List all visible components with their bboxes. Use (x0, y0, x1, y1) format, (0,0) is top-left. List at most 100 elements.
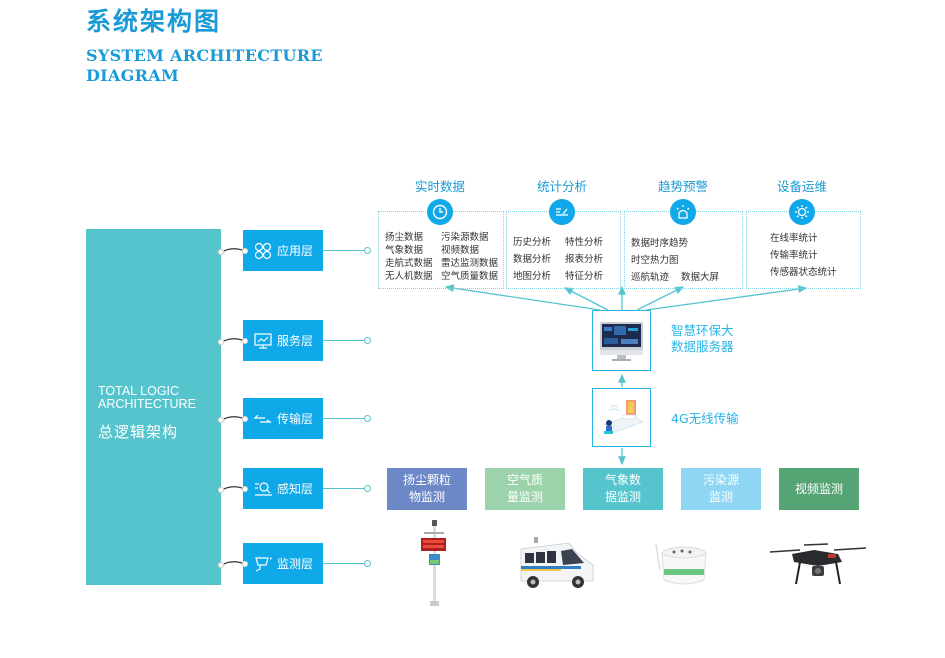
arrow-to-maintenance (645, 285, 808, 311)
layer-label: 服务层 (276, 334, 313, 348)
layer-1[interactable]: 应用层 (243, 230, 323, 271)
alarm-light-icon (670, 199, 696, 225)
layer-node (364, 485, 371, 492)
layer-node (364, 337, 371, 344)
category-item: 特征分析 (565, 271, 604, 282)
monitor-label-line-1: 视频监测 (794, 481, 843, 496)
layer-2[interactable]: 服务层 (243, 320, 323, 361)
monitor-label-line-1: 空气质 (506, 473, 543, 487)
category-item: 时空热力图 (631, 255, 679, 266)
arrow-to-realtime (444, 284, 601, 311)
air-sensor-device-image (655, 543, 707, 585)
subtitle-line-2: DIAGRAM (86, 66, 179, 85)
layer-line (323, 250, 365, 251)
monitor-tile-2[interactable]: 空气质量监测 (485, 468, 565, 510)
category-item: 报表分析 (565, 254, 604, 265)
transmission-box (592, 388, 651, 447)
category-item: 走航式数据 (385, 258, 433, 269)
server-monitor-icon (600, 322, 643, 361)
category-item: 在线率统计 (770, 233, 818, 244)
layer-connector (217, 247, 249, 256)
layer-5[interactable]: 监测层 (243, 543, 323, 584)
monitor-tile-1[interactable]: 扬尘颗粒物监测 (387, 468, 467, 510)
category-item: 雷达监测数据 (441, 258, 499, 269)
page-title: 系统架构图 (86, 7, 222, 36)
search-list-icon (253, 480, 277, 498)
monitor-label-line-2: 监测 (708, 490, 733, 504)
server-label-line-1: 智慧环保大 (671, 323, 734, 338)
category-item: 历史分析 (513, 237, 552, 248)
layer-node (364, 560, 371, 567)
category-item: 巡航轨迹 (631, 272, 670, 283)
category-item: 污染源数据 (441, 232, 489, 243)
layer-line (323, 418, 365, 419)
category-item: 数据大屏 (681, 272, 720, 283)
monitor-label-line-1: 扬尘颗粒 (402, 473, 451, 487)
layer-connector (217, 415, 249, 424)
category-items: 扬尘数据污染源数据气象数据视频数据走航式数据雷达监测数据无人机数据空气质量数据 (385, 231, 501, 283)
analysis-icon (549, 199, 575, 225)
monitor-label: 空气质量监测 (507, 472, 543, 506)
server-box (592, 310, 651, 371)
transmission-label: 4G无线传输 (671, 411, 739, 426)
monitor-label-line-2: 物监测 (408, 490, 445, 504)
layer-connector (217, 485, 249, 494)
category-item: 数据时序趋势 (631, 238, 689, 249)
monitor-label: 气象数据监测 (605, 472, 641, 506)
clock-icon (427, 199, 453, 225)
monitor-chart-icon (253, 332, 277, 350)
layer-4[interactable]: 感知层 (243, 468, 323, 509)
category-item: 空气质量数据 (441, 271, 499, 282)
category-title: 统计分析 (536, 179, 587, 194)
layer-line (323, 488, 365, 489)
monitor-tile-5[interactable]: 视频监测 (779, 468, 859, 510)
wireless-transmission-icon (604, 400, 644, 434)
layer-label: 监测层 (276, 557, 313, 571)
monitor-label-line-1: 气象数 (604, 473, 641, 487)
monitor-label: 视频监测 (795, 481, 843, 498)
logic-title-en: TOTAL LOGIC ARCHITECTURE (98, 385, 196, 411)
layer-line (323, 563, 365, 564)
server-label: 智慧环保大 数据服务器 (671, 323, 734, 355)
category-item: 扬尘数据 (385, 232, 424, 243)
logic-en-line-1: TOTAL LOGIC (98, 384, 180, 398)
page-subtitle: SYSTEM ARCHITECTURE DIAGRAM (86, 46, 323, 86)
layer-line (323, 340, 365, 341)
logic-title-cn: 总逻辑架构 (98, 423, 179, 441)
server-label-line-2: 数据服务器 (671, 339, 734, 354)
layer-label: 传输层 (276, 412, 313, 426)
gear-icon (789, 199, 815, 225)
layer-label: 感知层 (276, 482, 313, 496)
category-item: 地图分析 (513, 271, 552, 282)
arrow-to-trend (636, 286, 685, 311)
category-title: 设备运维 (776, 179, 827, 194)
monitor-tile-3[interactable]: 气象数据监测 (583, 468, 663, 510)
category-title: 趋势预警 (657, 179, 708, 194)
category-item: 传感器状态统计 (770, 267, 837, 278)
monitoring-van-image (520, 537, 594, 588)
layer-node (364, 247, 371, 254)
camera-icon (253, 555, 277, 573)
category-item: 数据分析 (513, 254, 552, 265)
monitor-tile-4[interactable]: 污染源监测 (681, 468, 761, 510)
logic-en-line-2: ARCHITECTURE (98, 397, 196, 411)
category-items: 历史分析 特性分析数据分析 报表分析地图分析 特征分析 (513, 236, 617, 283)
layer-connector (217, 560, 249, 569)
category-item: 传输率统计 (770, 250, 818, 261)
category-items: 数据时序趋势时空热力图巡航轨迹数据大屏 (631, 235, 719, 286)
monitor-label: 扬尘颗粒物监测 (403, 472, 451, 506)
subtitle-line-1: SYSTEM ARCHITECTURE (86, 46, 323, 65)
monitor-label-line-1: 污染源 (702, 473, 739, 487)
monitor-label-line-2: 据监测 (604, 490, 641, 504)
category-title: 实时数据 (414, 179, 465, 194)
layer-connector (217, 337, 249, 346)
total-logic-panel: TOTAL LOGIC ARCHITECTURE 总逻辑架构 (86, 229, 221, 585)
layer-node (364, 415, 371, 422)
layer-3[interactable]: 传输层 (243, 398, 323, 439)
category-items: 在线率统计传输率统计传感器状态统计 (770, 230, 837, 281)
drone-image (769, 543, 867, 585)
monitor-label-line-2: 量监测 (506, 490, 543, 504)
arrow-to-stats (563, 287, 609, 311)
category-item: 特性分析 (565, 237, 604, 248)
